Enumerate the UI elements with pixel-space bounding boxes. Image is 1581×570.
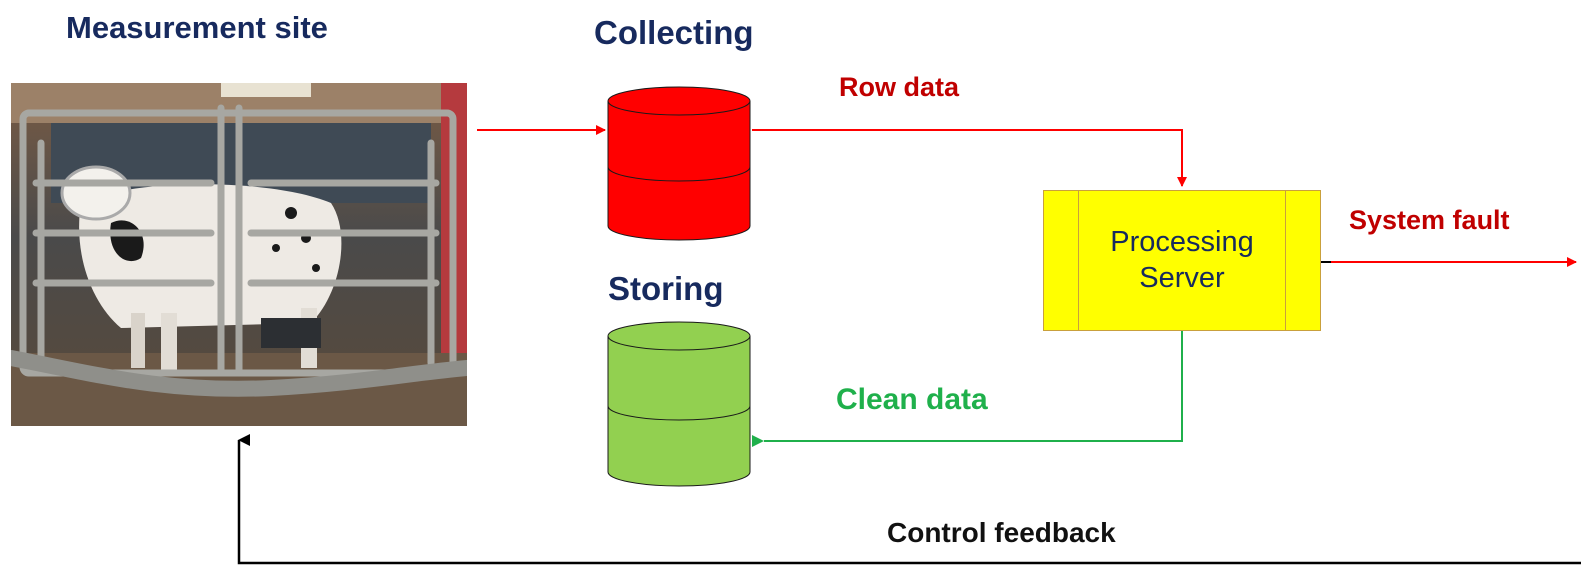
processing-server-node: Processing Server xyxy=(1043,190,1321,331)
server-label-line1: Processing xyxy=(1110,226,1254,259)
collecting-heading: Collecting xyxy=(594,14,754,51)
clean-data-label: Clean data xyxy=(836,383,988,416)
server-label-line2: Server xyxy=(1139,261,1225,294)
raw-data-label: Row data xyxy=(839,72,960,102)
arrow-control-feedback xyxy=(237,434,1581,565)
server-label: Processing Server xyxy=(1078,191,1286,330)
control-feedback-label: Control feedback xyxy=(887,517,1116,548)
storing-heading: Storing xyxy=(608,270,724,307)
arrow-clean-data xyxy=(752,331,1183,447)
measurement-site-heading: Measurement site xyxy=(66,10,328,45)
server-right-divider xyxy=(1285,191,1286,330)
system-fault-label: System fault xyxy=(1349,205,1510,235)
collecting-database-icon xyxy=(607,86,751,241)
arrow-raw-data xyxy=(752,129,1187,187)
server-left-divider xyxy=(1078,191,1079,330)
storing-database-icon xyxy=(607,321,751,487)
measurement-site-photo xyxy=(11,83,467,426)
